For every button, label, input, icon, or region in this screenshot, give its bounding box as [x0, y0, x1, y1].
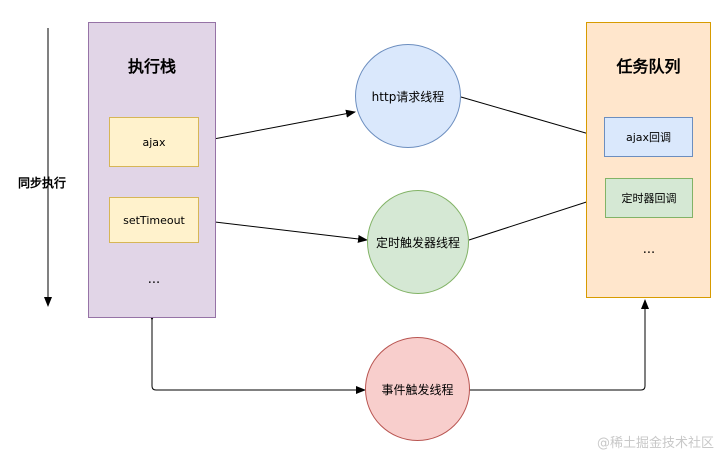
execution-stack-title: 执行栈 — [127, 57, 176, 76]
stack-ellipsis: ... — [147, 272, 161, 287]
timer-trigger-thread: 定时触发器线程 — [367, 190, 469, 294]
task-queue-title: 任务队列 — [616, 57, 681, 76]
arrow-event-queue — [461, 299, 649, 394]
arrow-timer-to-timer-callback — [468, 194, 606, 241]
queue-item-ajax-callback: ajax回调 — [604, 117, 693, 157]
sync-execution-label: 同步执行 — [18, 176, 67, 190]
arrow-http-to-ajax-callback — [460, 96, 604, 140]
arrow-settimeout-to-timer — [197, 219, 368, 243]
arrow-ajax-to-http — [197, 109, 356, 143]
queue-item-timer-callback: 定时器回调 — [605, 178, 693, 218]
stack-item-settimeout: setTimeout — [109, 197, 199, 243]
http-request-thread: http请求线程 — [355, 44, 461, 148]
arrow-stack-event — [148, 311, 366, 394]
task-queue-panel: 任务队列 — [586, 22, 711, 298]
stack-item-ajax: ajax — [109, 117, 199, 167]
execution-stack-panel: 执行栈 — [88, 22, 216, 318]
queue-ellipsis: ... — [642, 242, 656, 257]
event-trigger-thread: 事件触发线程 — [365, 337, 470, 441]
watermark: @稀土掘金技术社区 — [596, 436, 714, 451]
